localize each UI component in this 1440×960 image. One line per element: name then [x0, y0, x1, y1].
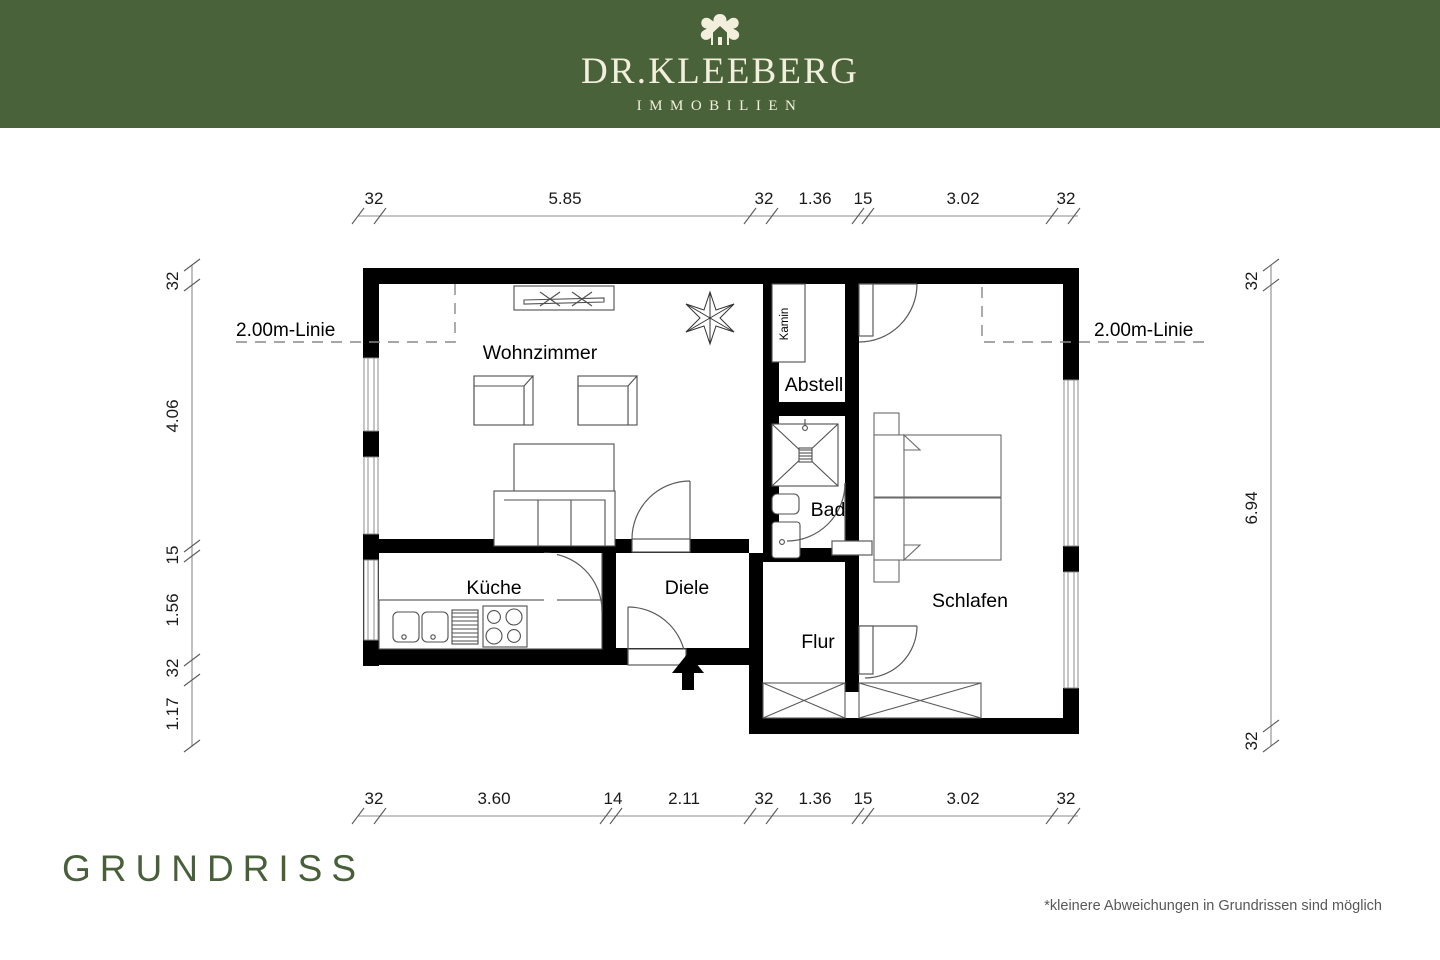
dimension-ticks-left: [183, 258, 201, 753]
floorplan-canvas: 32 5.85 32 1.36 15 3.02 32 32 3.60 14 2.…: [0, 128, 1440, 960]
dim-right-0: 32: [1242, 272, 1261, 291]
dimension-ticks-right: [1262, 258, 1280, 753]
linie-label-right: 2.00m-Linie: [1094, 320, 1193, 341]
dim-top-4: 15: [854, 189, 873, 208]
dim-bottom-4: 32: [755, 789, 774, 808]
dim-bottom-6: 15: [854, 789, 873, 808]
dim-left-0: 32: [163, 272, 182, 291]
dim-top-2: 32: [755, 189, 774, 208]
dim-bottom-0: 32: [365, 789, 384, 808]
kuche-furniture: [378, 599, 603, 650]
two-meter-lines: [236, 284, 1204, 343]
hatched-niches: [762, 682, 982, 719]
brand-header: DR.KLEEBERG IMMOBILIEN: [0, 0, 1440, 128]
room-label-diele: Diele: [665, 577, 709, 599]
room-label-flur: Flur: [801, 631, 835, 653]
page-title: GRUNDRISS: [62, 848, 366, 889]
dimension-lines: [191, 215, 1272, 817]
dim-left-4: 32: [163, 659, 182, 678]
room-label-schlafen: Schlafen: [932, 590, 1008, 612]
wohnzimmer-furniture: [473, 285, 639, 547]
linie-label-left: 2.00m-Linie: [236, 320, 335, 341]
dim-bottom-5: 1.36: [798, 789, 831, 808]
kamin-label: Kamin: [779, 308, 791, 341]
dim-top-1: 5.85: [548, 189, 581, 208]
dim-bottom-3: 2.11: [668, 789, 700, 808]
dim-bottom-8: 32: [1057, 789, 1076, 808]
dim-bottom-7: 3.02: [946, 789, 979, 808]
windows: [363, 357, 1079, 689]
dim-top-3: 1.36: [798, 189, 831, 208]
brand-subtitle: IMMOBILIEN: [636, 98, 804, 114]
dim-right-1: 6.94: [1242, 491, 1261, 524]
entrance-arrow-icon: [672, 653, 704, 690]
plant-decoration-icon: [685, 290, 735, 346]
doors: [543, 283, 918, 679]
dim-left-2: 15: [163, 546, 182, 565]
dim-right-2: 32: [1242, 732, 1261, 751]
dim-left-5: 1.17: [163, 697, 182, 730]
dim-bottom-2: 14: [604, 789, 623, 808]
kamin-chimney: [771, 283, 806, 363]
brand-name: DR.KLEEBERG: [580, 51, 860, 92]
room-label-kueche: Küche: [466, 577, 521, 599]
schlafen-furniture: [873, 412, 1002, 583]
dim-bottom-1: 3.60: [477, 789, 510, 808]
dim-top-6: 32: [1057, 189, 1076, 208]
disclaimer-note: *kleinere Abweichungen in Grundrissen si…: [1044, 898, 1382, 914]
room-label-abstell: Abstell: [785, 374, 844, 396]
dimension-ticks-top: [351, 207, 1081, 225]
dim-top-5: 3.02: [946, 189, 979, 208]
bad-fixtures: [771, 419, 839, 559]
room-label-bad: Bad: [811, 499, 846, 521]
room-label-wohnzimmer: Wohnzimmer: [483, 342, 598, 364]
dimension-ticks-bottom: [351, 807, 1081, 825]
dim-top-0: 32: [365, 189, 384, 208]
dim-left-3: 1.56: [163, 593, 182, 626]
dim-left-1: 4.06: [163, 399, 182, 432]
clover-house-icon: [700, 14, 740, 45]
